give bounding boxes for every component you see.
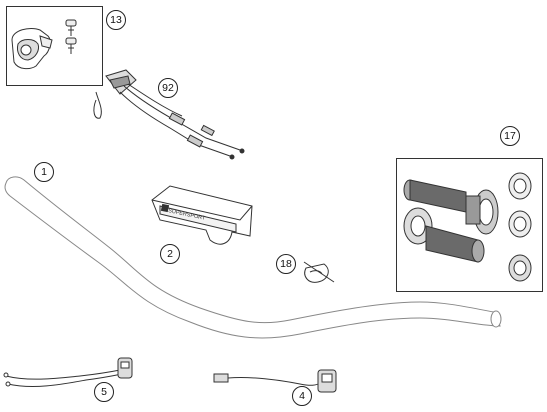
- switch-left-part: [3, 357, 133, 388]
- handlebar-part: [4, 176, 502, 339]
- callout-92: 92: [158, 78, 178, 98]
- handlebar-pad-part: SUPERSPORT: [151, 185, 253, 245]
- grip-set-frame: [396, 158, 543, 292]
- callout-2: 2: [160, 244, 180, 264]
- throttle-housing-frame: [6, 6, 103, 86]
- throttle-housing-part: [11, 27, 53, 70]
- callout-18: 18: [276, 254, 296, 274]
- screw-parts: [65, 19, 77, 54]
- switch-right-part: [213, 369, 337, 393]
- throttle-cables-part: [93, 69, 245, 160]
- callout-5: 5: [94, 382, 114, 402]
- grip-set-part: [403, 172, 532, 282]
- callout-1: 1: [34, 162, 54, 182]
- callout-17: 17: [500, 126, 520, 146]
- cable-tie-part: [303, 261, 335, 283]
- callout-4: 4: [292, 386, 312, 406]
- callout-13: 13: [106, 10, 126, 30]
